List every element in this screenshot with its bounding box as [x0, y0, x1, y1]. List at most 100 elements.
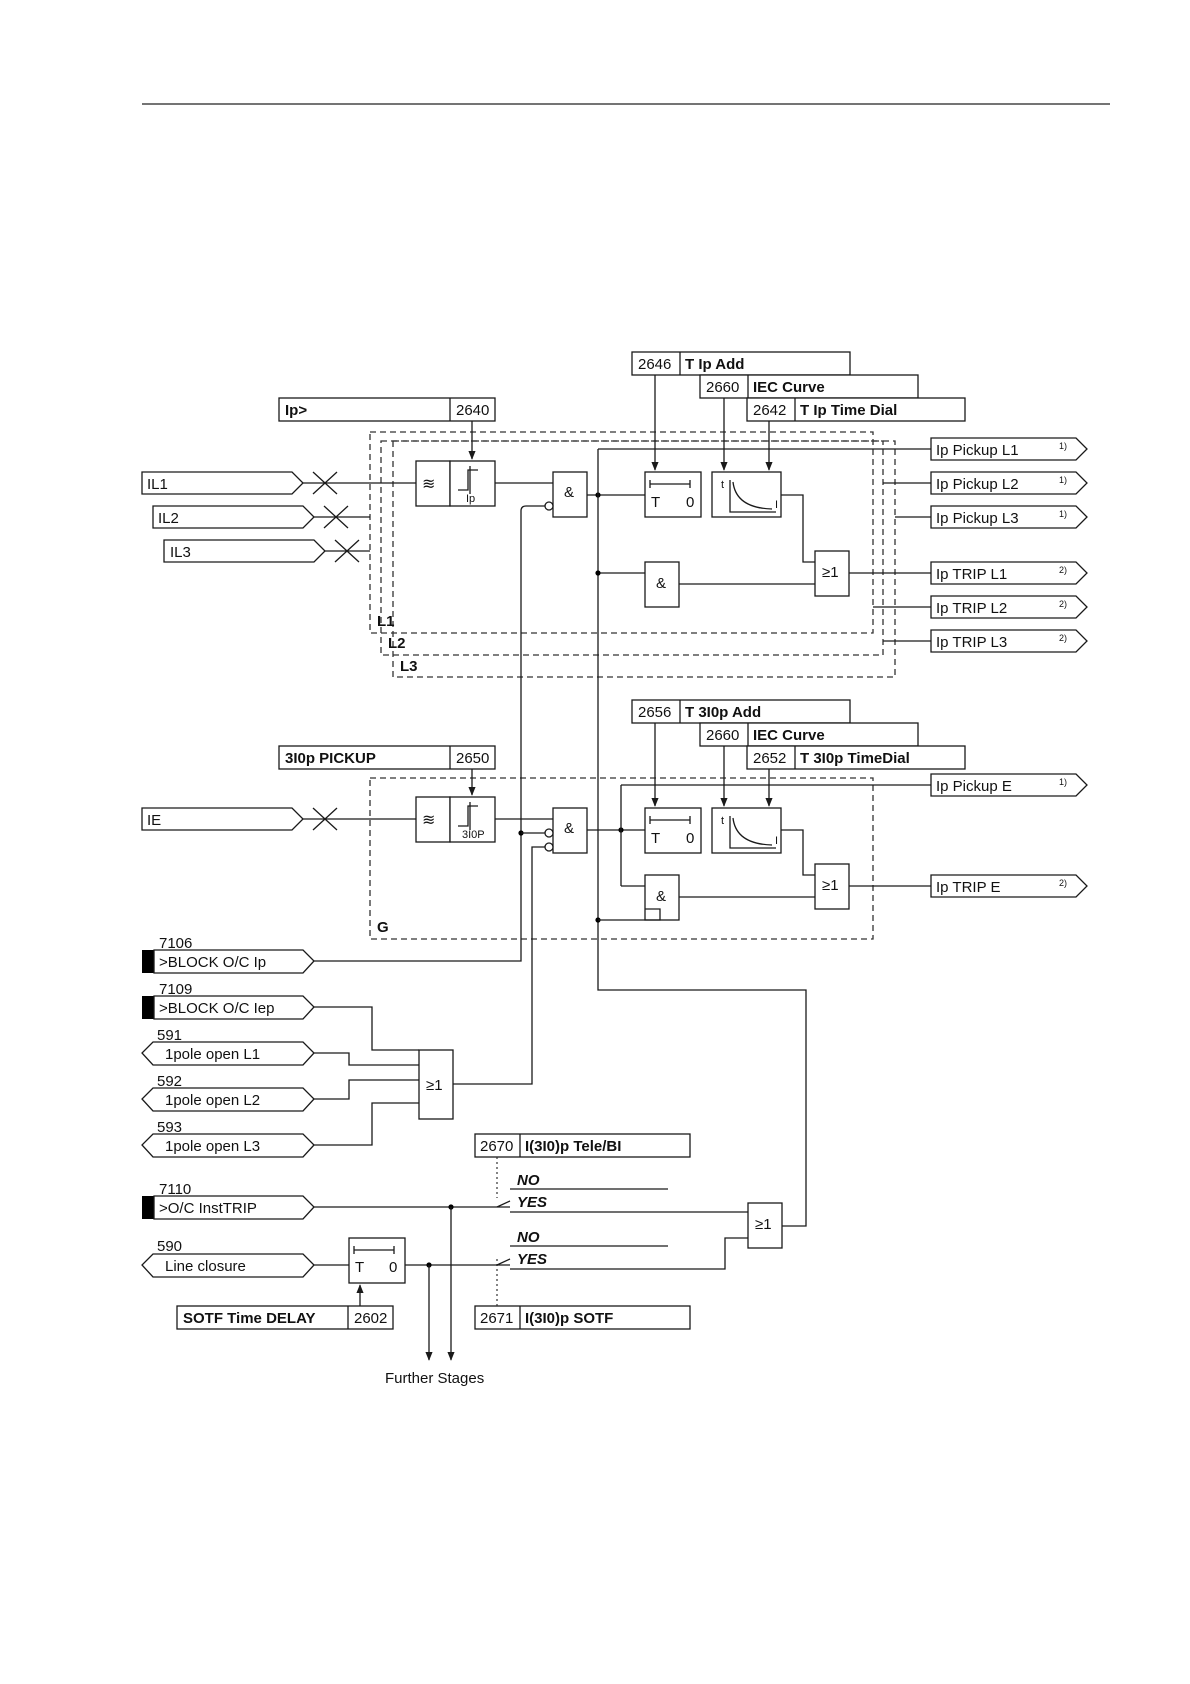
svg-text:IL3: IL3: [170, 544, 191, 561]
svg-text:≥1: ≥1: [822, 564, 839, 581]
svg-text:IEC Curve: IEC Curve: [753, 379, 825, 396]
output-ip-pickup-l3: Ip Pickup L3 1): [930, 505, 1088, 529]
svg-text:>O/C InstTRIP: >O/C InstTRIP: [159, 1200, 257, 1217]
binary-input-7109: 7109 >BLOCK O/C Iep: [142, 981, 315, 1020]
filter-block-l1: ≋: [415, 460, 451, 507]
svg-text:3I0P: 3I0P: [462, 829, 485, 841]
svg-text:1pole open L3: 1pole open L3: [165, 1138, 260, 1155]
svg-text:591: 591: [157, 1027, 182, 1044]
svg-text:&: &: [564, 484, 574, 501]
param-2660-a: 2660 IEC Curve: [699, 374, 919, 399]
input-il2: IL2: [152, 505, 315, 529]
input-il1: IL1: [141, 471, 304, 495]
or-gate-final: ≥1: [747, 1202, 783, 1249]
svg-text:2): 2): [1059, 633, 1067, 643]
svg-text:IL2: IL2: [158, 510, 179, 527]
svg-text:T 3I0p Add: T 3I0p Add: [685, 704, 761, 721]
svg-text:1): 1): [1059, 777, 1067, 787]
svg-text:1): 1): [1059, 509, 1067, 519]
svg-text:2660: 2660: [706, 727, 739, 744]
filter-block-g: ≋: [415, 796, 451, 843]
svg-text:7109: 7109: [159, 981, 192, 998]
svg-text:Line closure: Line closure: [165, 1258, 246, 1275]
block-wiring: [314, 505, 545, 1146]
binary-input-7106: 7106 >BLOCK O/C Ip: [142, 935, 315, 974]
svg-text:I: I: [775, 835, 778, 847]
svg-text:&: &: [656, 575, 666, 592]
svg-text:1pole open L2: 1pole open L2: [165, 1092, 260, 1109]
binary-input-593: 593 1pole open L3: [141, 1119, 315, 1158]
switch-no-2: NO: [517, 1229, 540, 1246]
svg-text:2640: 2640: [456, 402, 489, 419]
output-ip-trip-l1: Ip TRIP L1 2): [930, 561, 1088, 585]
svg-text:0: 0: [686, 830, 694, 847]
svg-text:1): 1): [1059, 475, 1067, 485]
svg-text:7106: 7106: [159, 935, 192, 952]
svg-text:t: t: [721, 815, 724, 827]
param-2671: 2671 I(3I0)p SOTF: [474, 1305, 691, 1330]
filter-icon-g: ≋: [422, 810, 435, 829]
svg-text:2650: 2650: [456, 750, 489, 767]
phase-box-l2: [380, 440, 884, 656]
output-ip-trip-e: Ip TRIP E 2): [930, 874, 1088, 898]
param-2642: 2642 T Ip Time Dial: [746, 397, 966, 422]
output-ip-pickup-l2: Ip Pickup L2 1): [930, 471, 1088, 495]
or-gate-trip: ≥1: [814, 550, 850, 597]
svg-text:592: 592: [157, 1073, 182, 1090]
svg-text:2646: 2646: [638, 356, 671, 373]
svg-text:≥1: ≥1: [755, 1216, 772, 1233]
svg-text:T: T: [355, 1259, 364, 1276]
svg-text:7110: 7110: [159, 1181, 191, 1198]
svg-text:&: &: [656, 888, 666, 905]
binary-input-591: 591 1pole open L1: [141, 1027, 315, 1066]
svg-text:Ip Pickup L3: Ip Pickup L3: [936, 510, 1019, 527]
timer-sotf: T 0: [348, 1237, 406, 1284]
timer-t-add-l1: T 0: [644, 471, 702, 518]
param-2656: 2656 T 3I0p Add: [631, 699, 851, 724]
phase-label-l1: L1: [377, 613, 395, 630]
svg-text:Ip TRIP E: Ip TRIP E: [936, 879, 1000, 896]
svg-text:IE: IE: [147, 812, 161, 829]
threshold-block-ip: Ip: [449, 460, 496, 507]
svg-text:Ip Pickup L1: Ip Pickup L1: [936, 442, 1019, 459]
param-2652: 2652 T 3I0p TimeDial: [746, 745, 966, 770]
svg-text:590: 590: [157, 1238, 182, 1255]
param-2640: Ip> 2640: [278, 397, 496, 422]
svg-text:T: T: [651, 830, 660, 847]
svg-text:2671: 2671: [480, 1310, 513, 1327]
binary-input-590: 590 Line closure: [141, 1238, 315, 1278]
or-gate-g: ≥1: [814, 863, 850, 910]
svg-text:T 3I0p TimeDial: T 3I0p TimeDial: [800, 750, 910, 767]
svg-text:2660: 2660: [706, 379, 739, 396]
svg-text:2): 2): [1059, 878, 1067, 888]
output-ip-trip-l3: Ip TRIP L3 2): [930, 629, 1088, 653]
svg-text:Ip Pickup L2: Ip Pickup L2: [936, 476, 1019, 493]
timer-t-add-g: T 0: [644, 807, 702, 854]
svg-text:SOTF Time DELAY: SOTF Time DELAY: [183, 1310, 316, 1327]
binary-input-7110: 7110 >O/C InstTRIP: [142, 1181, 315, 1220]
svg-text:≥1: ≥1: [426, 1077, 443, 1094]
threshold-block-3i0p: 3I0P: [449, 796, 496, 843]
filter-icon: ≋: [422, 474, 435, 493]
svg-text:t: t: [721, 479, 724, 491]
phase-label-l2: L2: [388, 635, 406, 652]
svg-text:1): 1): [1059, 441, 1067, 451]
switch-yes-2: YES: [517, 1251, 547, 1268]
param-2660-b: 2660 IEC Curve: [699, 722, 919, 747]
svg-text:IL1: IL1: [147, 476, 168, 493]
svg-text:2652: 2652: [753, 750, 786, 767]
svg-text:I(3I0)p Tele/BI: I(3I0)p Tele/BI: [525, 1138, 621, 1155]
svg-text:IEC Curve: IEC Curve: [753, 727, 825, 744]
svg-text:Ip TRIP L1: Ip TRIP L1: [936, 566, 1007, 583]
inverse-curve-l1: t I: [711, 471, 782, 518]
svg-text:I: I: [775, 499, 778, 511]
or-gate-block: ≥1: [418, 1049, 454, 1120]
svg-text:>BLOCK O/C Iep: >BLOCK O/C Iep: [159, 1000, 274, 1017]
param-2670: 2670 I(3I0)p Tele/BI: [474, 1133, 691, 1158]
svg-text:0: 0: [389, 1259, 397, 1276]
svg-text:T: T: [651, 494, 660, 511]
svg-text:&: &: [564, 820, 574, 837]
svg-text:Ip TRIP L3: Ip TRIP L3: [936, 634, 1007, 651]
svg-text:2602: 2602: [354, 1310, 387, 1327]
binary-input-592: 592 1pole open L2: [141, 1073, 315, 1112]
